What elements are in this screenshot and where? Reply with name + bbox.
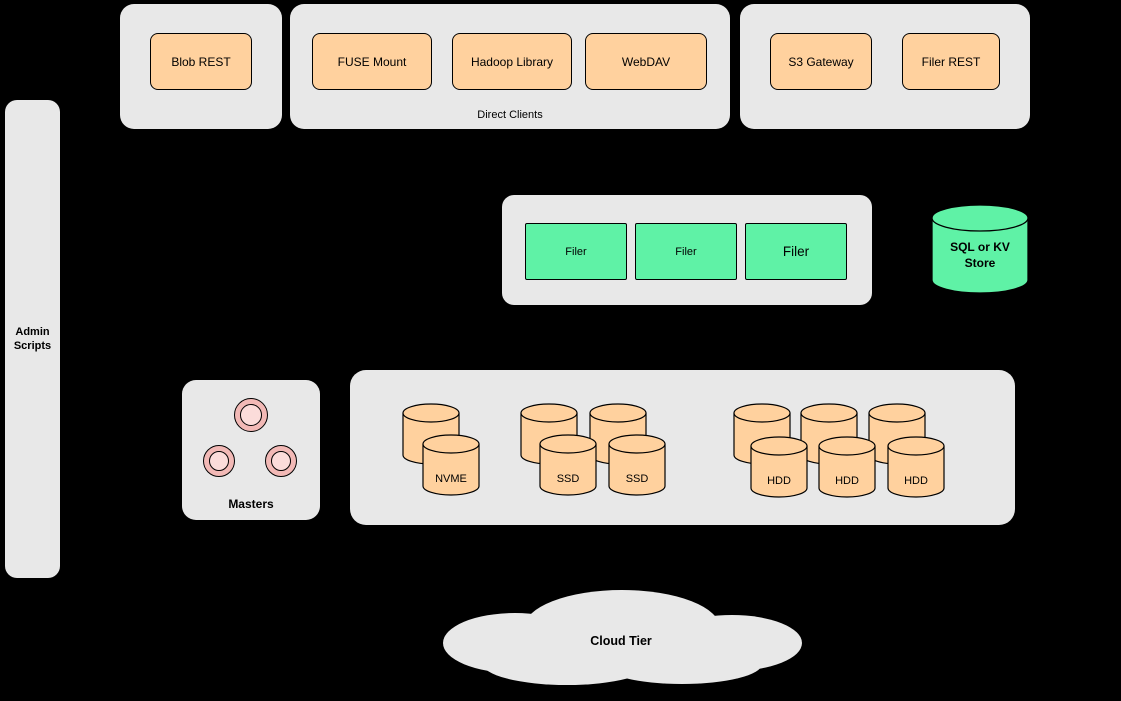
ssd-disk-icon: SSD xyxy=(539,434,597,496)
node-s3-gateway: S3 Gateway xyxy=(770,33,872,90)
client-group-blob: Blob REST xyxy=(120,4,282,129)
hdd-disk-icon: HDD xyxy=(887,436,945,498)
nvme-disk-label: NVME xyxy=(435,473,467,485)
node-webdav: WebDAV xyxy=(585,33,707,90)
node-fuse-mount: FUSE Mount xyxy=(312,33,432,90)
cloud-tier-label: Cloud Tier xyxy=(590,633,652,648)
master-node-icon xyxy=(265,445,297,477)
node-blob-rest: Blob REST xyxy=(150,33,252,90)
volume-servers-group: NVME SSD SSD HDD xyxy=(350,370,1015,525)
admin-scripts-panel: Admin Scripts xyxy=(5,100,60,578)
sql-kv-store-label: SQL or KV Store xyxy=(950,239,1010,270)
cloud-tier-icon xyxy=(443,590,802,685)
direct-clients-caption: Direct Clients xyxy=(477,109,543,121)
master-node-icon xyxy=(203,445,235,477)
hdd-disk-label: HDD xyxy=(767,475,791,487)
node-filer-3: Filer xyxy=(745,223,847,280)
node-filer-rest: Filer REST xyxy=(902,33,1000,90)
node-hadoop-library: Hadoop Library xyxy=(452,33,572,90)
masters-label: Masters xyxy=(228,497,274,511)
client-group-gateways: S3 Gateway Filer REST xyxy=(740,4,1030,129)
node-filer-1: Filer xyxy=(525,223,627,280)
master-node-icon xyxy=(234,398,268,432)
ssd-disk-icon: SSD xyxy=(608,434,666,496)
master-node-core-icon xyxy=(208,450,230,472)
node-filer-2: Filer xyxy=(635,223,737,280)
client-group-direct-clients: FUSE Mount Hadoop Library WebDAV Direct … xyxy=(290,4,730,129)
ssd-disk-label: SSD xyxy=(626,473,649,485)
master-node-core-icon xyxy=(270,450,292,472)
ssd-disk-label: SSD xyxy=(557,473,580,485)
hdd-disk-label: HDD xyxy=(904,475,928,487)
hdd-disk-label: HDD xyxy=(835,475,859,487)
master-node-core-icon xyxy=(240,404,262,426)
nvme-disk-icon: NVME xyxy=(422,434,480,496)
sql-kv-store-cylinder-icon xyxy=(931,204,1029,294)
masters-group: Masters xyxy=(182,380,320,520)
filer-group: Filer Filer Filer xyxy=(502,195,872,305)
hdd-disk-icon: HDD xyxy=(750,436,808,498)
hdd-disk-icon: HDD xyxy=(818,436,876,498)
